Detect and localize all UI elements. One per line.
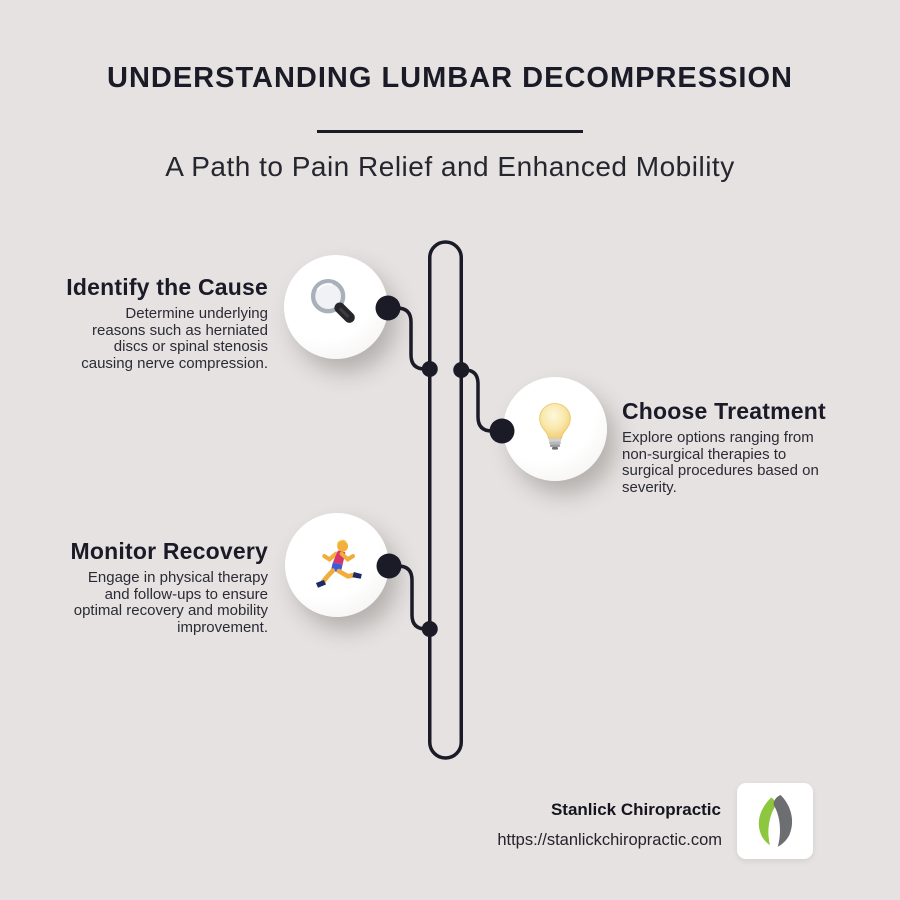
title-divider bbox=[317, 130, 583, 133]
stanlick-logo-icon bbox=[758, 794, 793, 847]
capsule-dot-step3 bbox=[421, 621, 438, 637]
step2-description: Explore options ranging from non-surgica… bbox=[622, 429, 819, 496]
step2-block: Choose Treatment Explore options ranging… bbox=[622, 398, 862, 496]
step3-icon-circle bbox=[285, 513, 389, 617]
step1-block: Identify the Cause Determine underlying … bbox=[28, 274, 268, 372]
lightbulb-icon bbox=[539, 403, 571, 450]
page-subtitle: A Path to Pain Relief and Enhanced Mobil… bbox=[165, 151, 735, 182]
footer-brand-name: Stanlick Chiropractic bbox=[550, 800, 721, 819]
connector-step1 bbox=[388, 306, 430, 371]
page-title: UNDERSTANDING LUMBAR DECOMPRESSION bbox=[107, 62, 793, 94]
capsule-dot-step1 bbox=[421, 361, 438, 377]
step1-description: Determine underlying reasons such as her… bbox=[81, 305, 268, 372]
capsule-dot-step2 bbox=[453, 362, 470, 378]
runner-icon bbox=[315, 539, 362, 588]
brand-logo bbox=[737, 783, 813, 859]
step1-title: Identify the Cause bbox=[66, 274, 268, 300]
step2-title: Choose Treatment bbox=[622, 398, 826, 424]
connector-step2 bbox=[461, 368, 502, 433]
connector-step3 bbox=[389, 564, 430, 631]
footer-website-url: https://stanlickchiropractic.com bbox=[497, 831, 722, 849]
step3-block: Monitor Recovery Engage in physical ther… bbox=[28, 538, 268, 636]
step1-icon-circle bbox=[284, 255, 388, 359]
timeline-capsule bbox=[428, 240, 463, 760]
step2-icon-circle bbox=[503, 377, 607, 481]
step3-description: Engage in physical therapy and follow-up… bbox=[73, 569, 268, 636]
step3-title: Monitor Recovery bbox=[70, 538, 268, 564]
magnifier-icon bbox=[310, 279, 355, 323]
